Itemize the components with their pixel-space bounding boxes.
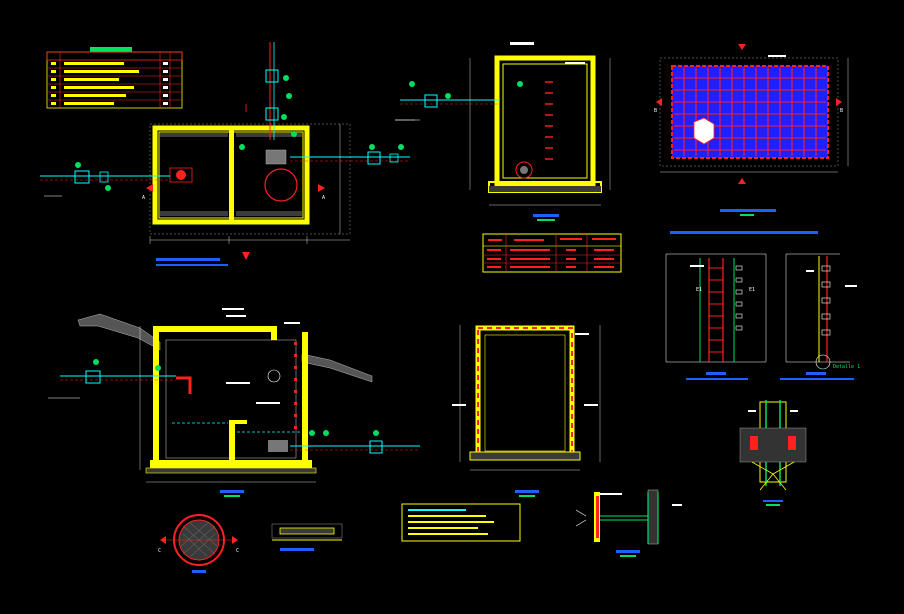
section-mark-b-left: B xyxy=(654,108,657,114)
notes-box xyxy=(401,503,521,542)
steel-table xyxy=(482,233,622,273)
wall-section xyxy=(452,325,601,497)
manhole-cover-plan xyxy=(160,514,238,573)
label-e1-left: E1 xyxy=(696,287,702,293)
section-marks: A A B B C C xyxy=(142,108,843,554)
section-b-b xyxy=(48,308,420,497)
section-mark-c-left: C xyxy=(158,548,161,554)
section-a-a xyxy=(395,42,611,221)
cover-plan xyxy=(656,44,849,216)
vent-detail xyxy=(739,400,807,506)
section-mark-c-right: C xyxy=(236,548,239,554)
label-detail-1: Detalle 1 xyxy=(833,364,860,370)
section-mark-a-left: A xyxy=(142,195,145,201)
ladder-details: E1 E1 Detalle 1 xyxy=(665,231,860,380)
pipe-wall-detail xyxy=(575,489,682,557)
plan-view xyxy=(40,42,415,266)
legend-table xyxy=(46,47,183,109)
section-mark-b-right: B xyxy=(840,108,843,114)
cover-section xyxy=(271,523,343,551)
label-e1-right: E1 xyxy=(749,287,755,293)
section-mark-a-right: A xyxy=(322,195,325,201)
